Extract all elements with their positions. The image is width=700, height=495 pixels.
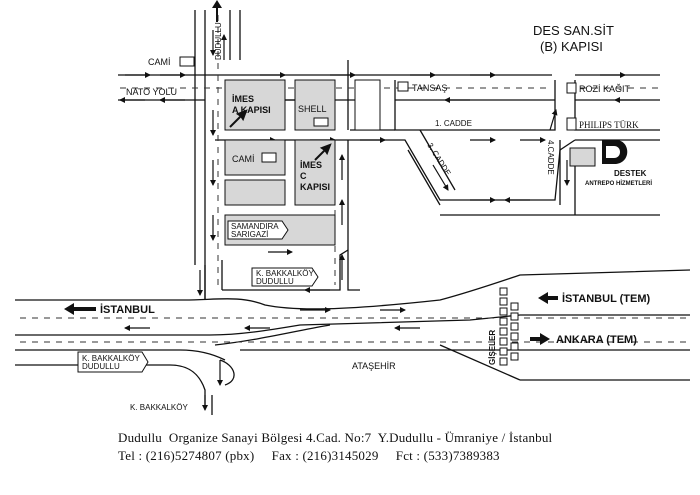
tansas-icon bbox=[397, 81, 409, 92]
shell-label: SHELL bbox=[298, 104, 327, 114]
samandira-label-2: SARIGAZİ bbox=[231, 230, 268, 239]
rozi-kagit-label: ROZİ KAĞIT bbox=[579, 84, 631, 94]
cami-mid-icon bbox=[261, 152, 277, 163]
nato-yolu-label: NATO YOLU bbox=[126, 87, 177, 97]
cadde-3-label: 3. CADDE bbox=[425, 141, 452, 177]
philips-icon bbox=[566, 117, 577, 131]
kbakkalkoy-mid-label-1: K. BAKKALKÖY bbox=[256, 269, 314, 278]
destek-sub-label: ANTREPO HİZMETLERİ bbox=[585, 180, 652, 187]
destek-building-icon bbox=[569, 147, 596, 167]
b-kapisi-label: (B) KAPISI bbox=[540, 39, 603, 54]
des-san-sit-label: DES SAN.SİT bbox=[533, 23, 614, 38]
sign-boxes bbox=[77, 220, 319, 373]
industrial-blocks bbox=[224, 79, 381, 246]
imes-a-label-2: A KAPISI bbox=[232, 105, 271, 115]
istanbul-tem-arrow-icon bbox=[538, 292, 558, 304]
kbakkalkoy-sign-label-2: DUDULLU bbox=[82, 362, 120, 371]
kbakkalkoy-mid-label-2: DUDULLU bbox=[256, 277, 294, 286]
toll-booths bbox=[499, 287, 519, 366]
kbakkalkoy-bottom-label: K. BAKKALKÖY bbox=[130, 403, 188, 412]
atasehir-label: ATAŞEHİR bbox=[352, 361, 396, 371]
destek-name-label: DESTEK bbox=[614, 169, 647, 178]
istanbul-left-label: İSTANBUL bbox=[100, 303, 155, 316]
dudullu-road bbox=[194, 10, 241, 265]
kbakkalkoy-sign-label-1: K. BAKKALKÖY bbox=[82, 354, 140, 363]
imes-c-label-1: İMES bbox=[300, 160, 322, 170]
imes-a-block bbox=[224, 79, 286, 131]
cami-top-label: CAMİ bbox=[148, 57, 171, 67]
istanbul-tem-label: İSTANBUL (TEM) bbox=[562, 292, 651, 305]
building-icons bbox=[179, 56, 596, 167]
cadde-4-label: 4.CADDE bbox=[546, 140, 555, 175]
imes-c-arrow-icon bbox=[314, 143, 332, 161]
cadde-1-label: 1. CADDE bbox=[435, 119, 472, 128]
footer-address: Dudullu Organize Sanayi Bölgesi 4.Cad. N… bbox=[118, 430, 553, 445]
tem-highway bbox=[15, 269, 691, 310]
lane-dashes bbox=[20, 15, 690, 343]
istanbul-left-arrow-icon bbox=[64, 303, 96, 315]
ankara-tem-label: ANKARA (TEM) bbox=[556, 334, 637, 346]
kbakkalkoy-mid-sign bbox=[251, 267, 319, 287]
philips-turk-label: PHILIPS TÜRK bbox=[579, 120, 639, 130]
highway-arrows bbox=[64, 292, 558, 345]
tansas-label: TANSAŞ bbox=[412, 83, 447, 93]
dudullu-vertical-label: DUDULLU bbox=[214, 22, 223, 60]
samandira-label-1: SAMANDIRA bbox=[231, 222, 279, 231]
shell-icon bbox=[313, 117, 329, 127]
giseler-label: GİŞELER bbox=[488, 330, 497, 365]
rozi-kagit-icon bbox=[566, 82, 577, 94]
white-block bbox=[354, 79, 381, 131]
imes-a-arrow-icon bbox=[229, 109, 248, 128]
imes-c-label-3: KAPISI bbox=[300, 182, 330, 192]
samandira-sign bbox=[227, 220, 289, 240]
cami-mid-label: CAMİ bbox=[232, 154, 255, 164]
block-lower bbox=[224, 179, 286, 206]
ankara-tem-arrow-icon bbox=[530, 333, 550, 345]
cami-top-icon bbox=[179, 56, 195, 67]
cadde-3-road bbox=[407, 129, 456, 206]
kbakkalkoy-sign bbox=[77, 351, 149, 373]
imes-a-label-1: İMES bbox=[232, 94, 254, 104]
direction-arrows bbox=[119, 30, 640, 411]
destek-logo-icon bbox=[602, 140, 628, 164]
footer-phones: Tel : (216)5274807 (pbx) Fax : (216)3145… bbox=[118, 448, 500, 463]
imes-c-label-2: C bbox=[300, 171, 307, 181]
north-arrow-icon bbox=[212, 0, 222, 22]
